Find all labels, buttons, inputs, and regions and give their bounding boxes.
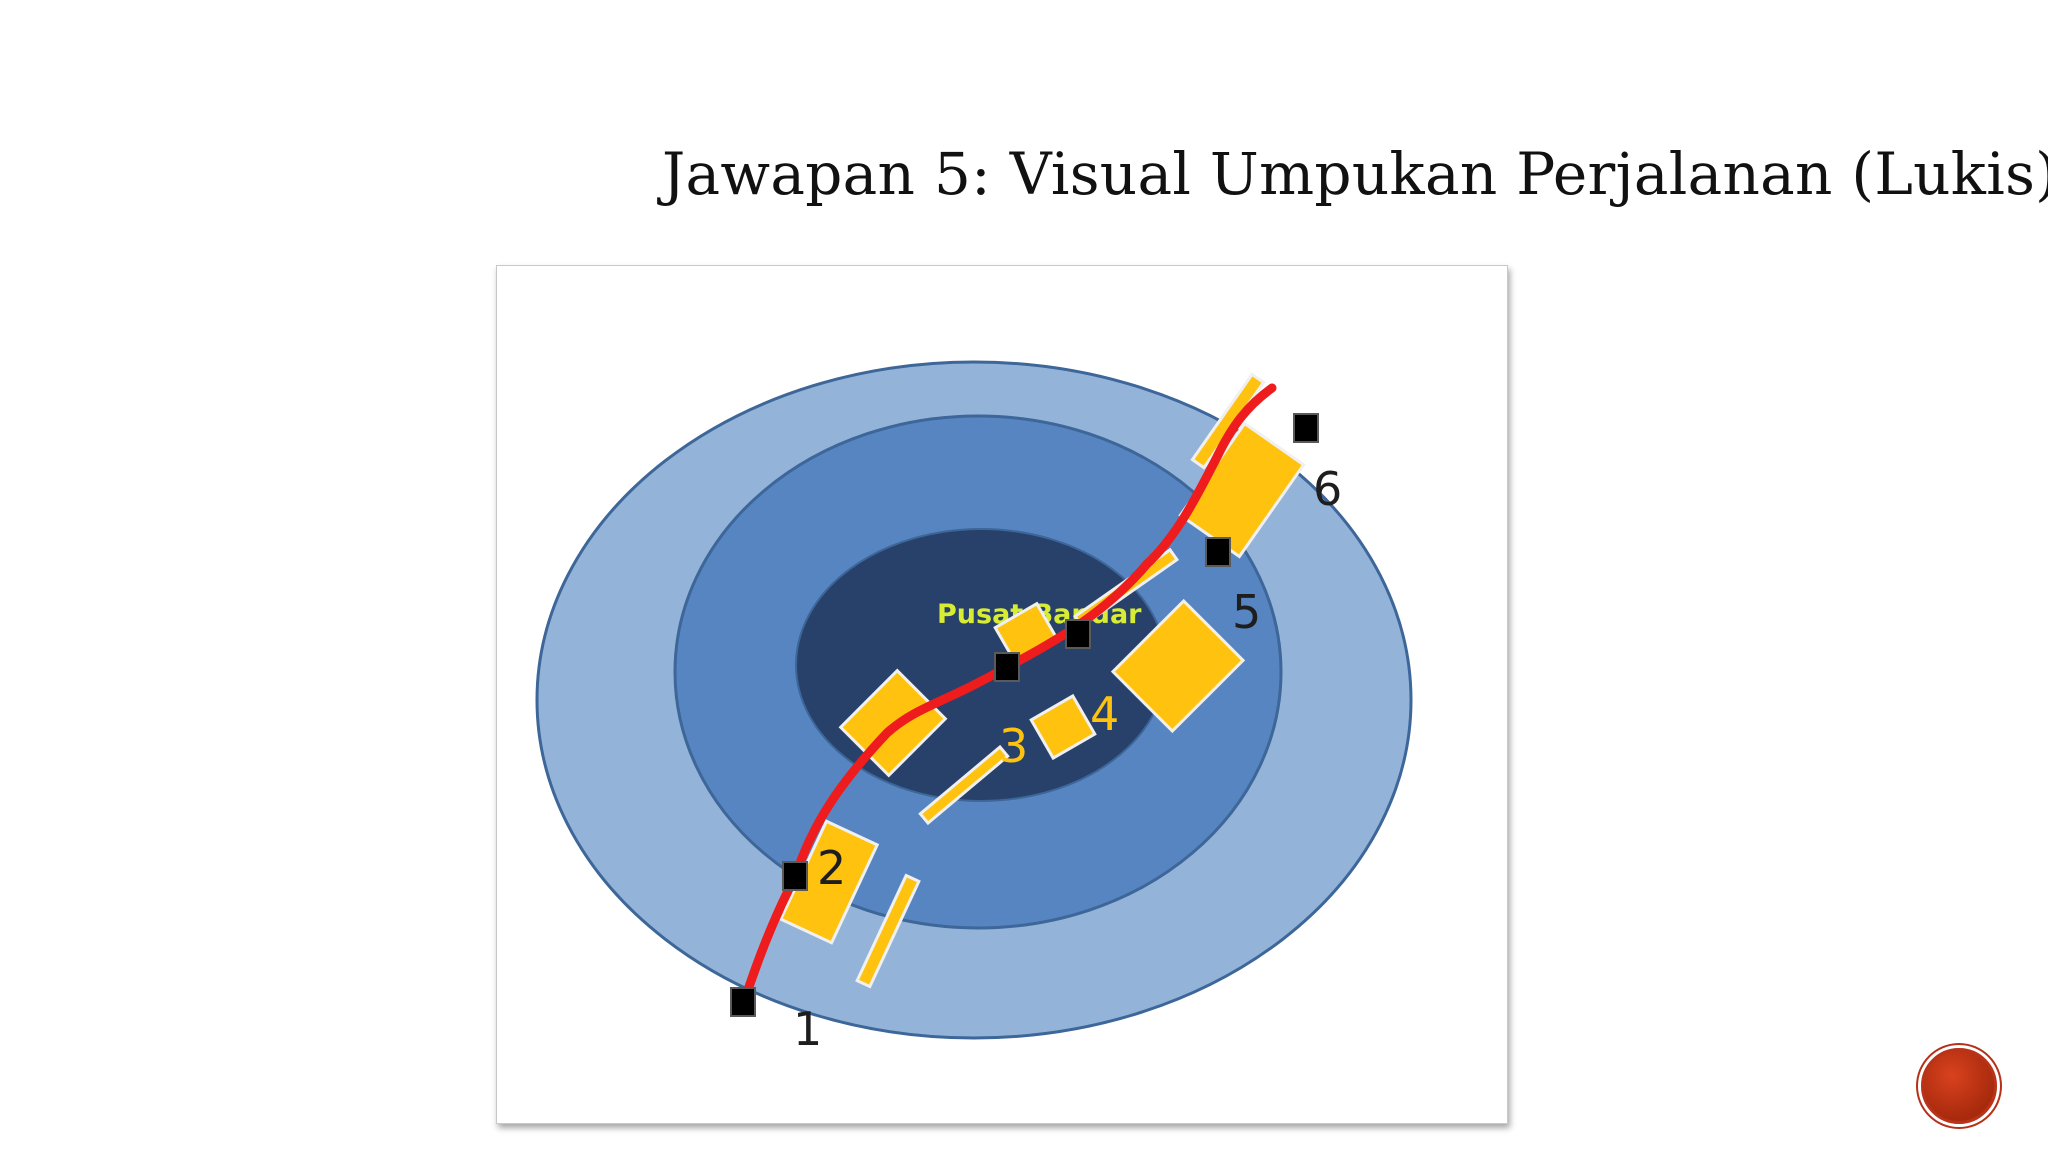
node-5-marker	[1205, 537, 1231, 567]
journey-diagram-frame: Pusat Bandar 1 2 3 4	[496, 265, 1508, 1124]
building-block	[918, 744, 1010, 826]
building-block	[855, 873, 921, 989]
building-block	[1029, 693, 1097, 761]
node-3-marker	[994, 652, 1020, 682]
journey-allocation-diagram: Pusat Bandar 1 2 3 4	[535, 360, 1413, 1056]
node-5-label: 5	[1232, 585, 1261, 639]
node-4-label: 4	[1090, 687, 1119, 741]
slide-title: Jawapan 5: Visual Umpukan Perjalanan (Lu…	[662, 140, 2048, 208]
node-1-label: 1	[793, 1002, 822, 1056]
node-3-label: 3	[999, 719, 1028, 773]
next-slide-button[interactable]	[1921, 1048, 1997, 1124]
node-6-marker	[1293, 413, 1319, 443]
route-nodes	[730, 413, 1319, 1017]
node-6-label: 6	[1313, 462, 1342, 516]
node-2-label: 2	[817, 841, 846, 895]
node-1-marker	[730, 987, 756, 1017]
node-2-marker	[782, 861, 808, 891]
city-center-zone	[795, 528, 1167, 802]
building-block	[1110, 598, 1246, 734]
node-4-marker	[1065, 619, 1091, 649]
